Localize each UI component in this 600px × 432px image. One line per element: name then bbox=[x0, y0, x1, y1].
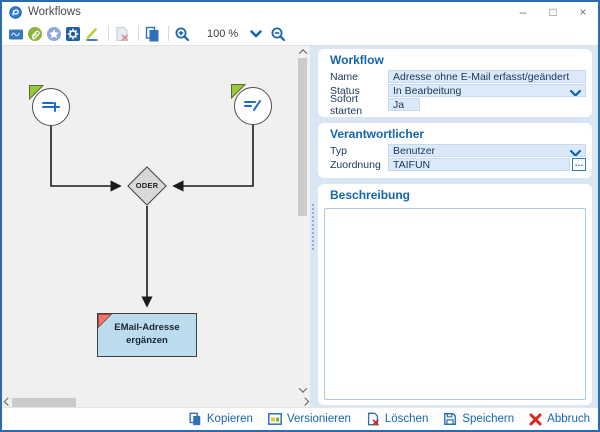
action-bar: Kopieren Versionieren Löschen Speichern … bbox=[2, 407, 598, 430]
window-title: Workflows bbox=[28, 6, 81, 18]
action-node-email[interactable]: EMail-Adresse ergänzen bbox=[97, 313, 197, 357]
vertical-scrollbar[interactable] bbox=[297, 46, 308, 395]
trigger-corner-marker bbox=[29, 85, 44, 100]
scroll-up-icon[interactable] bbox=[297, 46, 308, 57]
workflow-section: Workflow Name Adresse ohne E-Mail erfass… bbox=[318, 49, 592, 117]
properties-panel: Workflow Name Adresse ohne E-Mail erfass… bbox=[310, 46, 598, 408]
loeschen-label: Löschen bbox=[385, 413, 428, 425]
edit-pencil-icon[interactable] bbox=[84, 26, 100, 42]
abbruch-button[interactable]: Abbruch bbox=[529, 413, 590, 426]
delete-record-icon bbox=[366, 412, 380, 426]
edit-record-icon bbox=[243, 97, 263, 115]
settings-gear-icon[interactable] bbox=[65, 26, 81, 42]
beschreibung-section-title: Beschreibung bbox=[318, 184, 592, 205]
add-record-icon bbox=[41, 98, 61, 116]
zuordnung-input[interactable]: TAIFUN bbox=[388, 158, 570, 171]
zuordnung-label: Zuordnung bbox=[330, 159, 388, 171]
toolbar-separator bbox=[168, 26, 169, 41]
dropdown-chevron-icon[interactable] bbox=[250, 30, 262, 38]
versionieren-label: Versionieren bbox=[287, 413, 351, 425]
name-label: Name bbox=[330, 71, 388, 83]
action-node-label: EMail-Adresse ergänzen bbox=[104, 322, 190, 348]
trigger-corner-marker bbox=[231, 84, 246, 99]
maximize-button[interactable]: □ bbox=[538, 2, 568, 22]
delete-record-icon[interactable] bbox=[114, 26, 130, 42]
status-dropdown[interactable]: In Bearbeitung bbox=[388, 84, 586, 97]
window-controls: – □ × bbox=[508, 2, 598, 22]
loeschen-button[interactable]: Löschen bbox=[366, 412, 428, 426]
close-button[interactable]: × bbox=[568, 2, 598, 22]
abbruch-label: Abbruch bbox=[547, 413, 590, 425]
zoom-in-icon[interactable] bbox=[174, 26, 190, 42]
typ-dropdown[interactable]: Benutzer bbox=[388, 144, 586, 157]
beschreibung-textarea[interactable] bbox=[324, 208, 586, 400]
kopieren-button[interactable]: Kopieren bbox=[188, 412, 253, 426]
verantwortlicher-section: Verantwortlicher Typ Benutzer Zuordnung … bbox=[318, 123, 592, 178]
speichern-button[interactable]: Speichern bbox=[443, 412, 514, 426]
workflow-section-title: Workflow bbox=[318, 49, 592, 70]
name-input[interactable]: Adresse ohne E-Mail erfasst/geändert bbox=[388, 70, 586, 83]
zoom-level-value[interactable]: 100 % bbox=[207, 28, 238, 40]
abort-x-icon bbox=[529, 413, 542, 426]
module-icon[interactable] bbox=[8, 26, 24, 42]
version-icon bbox=[268, 413, 282, 425]
speichern-label: Speichern bbox=[462, 413, 514, 425]
chevron-down-icon bbox=[570, 88, 581, 97]
attachment-icon[interactable] bbox=[27, 26, 43, 42]
scroll-down-icon[interactable] bbox=[297, 384, 308, 395]
beschreibung-section: Beschreibung bbox=[318, 184, 592, 405]
copy-icon bbox=[188, 412, 202, 426]
toolbar: 100 % bbox=[2, 22, 598, 46]
chevron-down-icon bbox=[570, 148, 581, 157]
or-gateway-label: ODER bbox=[127, 181, 167, 190]
kopieren-label: Kopieren bbox=[207, 413, 253, 425]
typ-label: Typ bbox=[330, 145, 388, 157]
versionieren-button[interactable]: Versionieren bbox=[268, 413, 351, 425]
lookup-ellipsis-button[interactable]: … bbox=[572, 158, 586, 171]
vertical-scrollbar-thumb[interactable] bbox=[298, 58, 307, 216]
copy-icon[interactable] bbox=[144, 26, 160, 42]
workflow-canvas[interactable]: ODER EMail-Adresse ergänzen bbox=[2, 46, 310, 408]
horizontal-scrollbar-thumb[interactable] bbox=[12, 398, 76, 407]
minimize-button[interactable]: – bbox=[508, 2, 538, 22]
splitter-grip[interactable] bbox=[312, 204, 314, 250]
action-corner-marker bbox=[98, 314, 112, 328]
favorite-icon[interactable] bbox=[46, 26, 62, 42]
zoom-out-icon[interactable] bbox=[270, 26, 286, 42]
sofort-starten-label: Sofort starten bbox=[330, 93, 388, 117]
app-logo-icon bbox=[9, 6, 22, 19]
title-bar: Workflows – □ × bbox=[2, 2, 598, 22]
main-area: ODER EMail-Adresse ergänzen Workfl bbox=[2, 46, 598, 408]
save-icon bbox=[443, 412, 457, 426]
toolbar-separator bbox=[138, 26, 139, 41]
verantwortlicher-section-title: Verantwortlicher bbox=[318, 123, 592, 144]
sofort-starten-input[interactable]: Ja bbox=[388, 98, 420, 111]
toolbar-separator bbox=[108, 26, 109, 41]
